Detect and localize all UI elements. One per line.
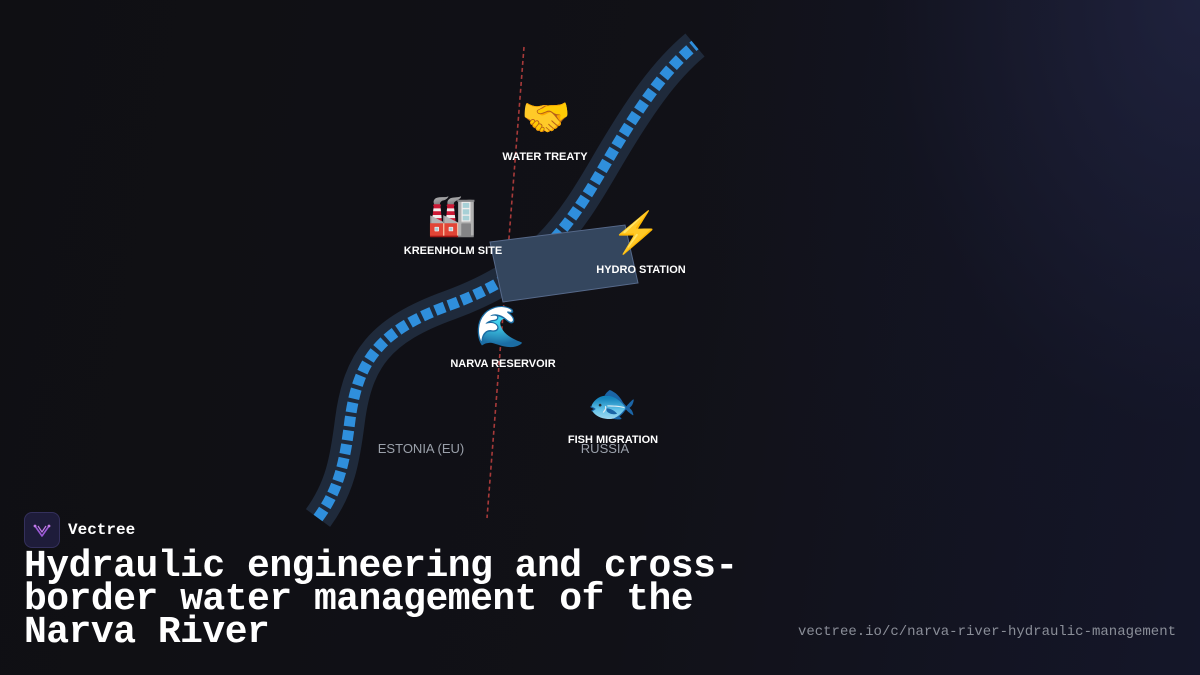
country-label-russia: RUSSIA: [581, 441, 630, 456]
page-url: vectree.io/c/narva-river-hydraulic-manag…: [797, 624, 1176, 640]
marker-narva-reservoir: 🌊 NARVA RESERVOIR: [450, 303, 555, 370]
factory-icon: 🏭: [427, 194, 477, 238]
border-line: [486, 46, 525, 519]
brand: Vectree: [24, 512, 135, 548]
background-glow: [700, 0, 1200, 675]
marker-water-treaty: 🤝 WATER TREATY: [502, 96, 588, 163]
marker-hydro-station: ⚡ HYDRO STATION: [596, 209, 685, 276]
marker-kreenholm-site: 🏭 KREENHOLM SITE: [404, 194, 502, 257]
vectree-logo-icon: [24, 512, 60, 548]
page-title: Hydraulic engineering and cross-border w…: [24, 545, 738, 654]
country-label-estonia: ESTONIA (EU): [378, 441, 464, 456]
handshake-icon: 🤝: [521, 96, 571, 140]
wave-icon: 🌊: [475, 303, 525, 349]
marker-label-hydro-station: HYDRO STATION: [596, 264, 685, 276]
marker-label-fish-migration: FISH MIGRATION: [568, 434, 658, 446]
marker-label-water-treaty: WATER TREATY: [502, 151, 588, 163]
marker-fish-migration: 🐟 FISH MIGRATION: [568, 382, 658, 446]
dam-structure: [489, 224, 639, 303]
river-water: [313, 40, 699, 522]
marker-label-narva-reservoir: NARVA RESERVOIR: [450, 358, 555, 370]
brand-name: Vectree: [68, 521, 136, 539]
marker-label-kreenholm-site: KREENHOLM SITE: [404, 245, 502, 257]
lightning-icon: ⚡: [611, 209, 661, 256]
fish-icon: 🐟: [587, 382, 637, 426]
